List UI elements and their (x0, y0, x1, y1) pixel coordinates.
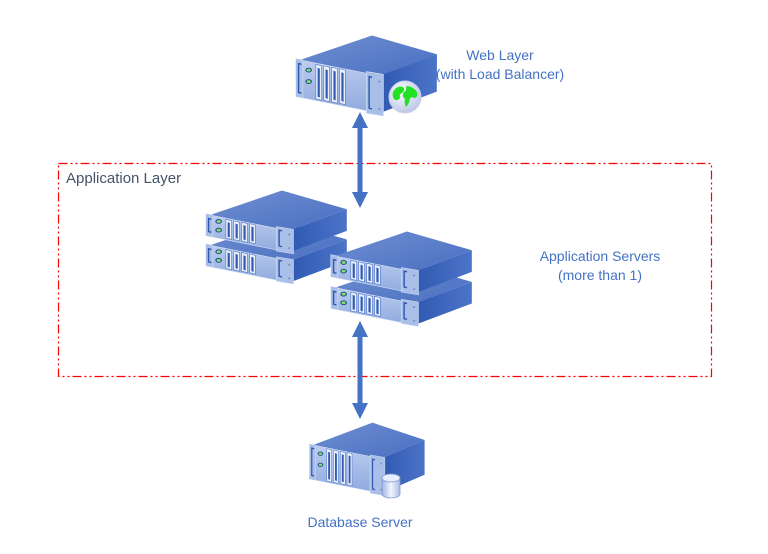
web-layer-label: Web Layer (with Load Balancer) (435, 46, 565, 84)
database-server-title: Database Server (307, 514, 413, 530)
app-server-stack-back (204, 189, 348, 285)
app-servers-title: Application Servers (539, 248, 661, 264)
application-layer-label: Application Layer (66, 170, 182, 187)
web-layer-subtitle: (with Load Balancer) (435, 66, 565, 82)
globe-icon (388, 80, 422, 114)
web-layer-title: Web Layer (466, 47, 534, 63)
database-server-label: Database Server (290, 513, 430, 532)
app-servers-label: Application Servers (more than 1) (525, 247, 675, 285)
database-cylinder-icon (381, 473, 401, 499)
app-servers-subtitle: (more than 1) (557, 267, 643, 283)
app-server-stack-front (329, 230, 473, 328)
database-server-icon (309, 422, 425, 497)
application-layer-boundary (57, 162, 713, 378)
